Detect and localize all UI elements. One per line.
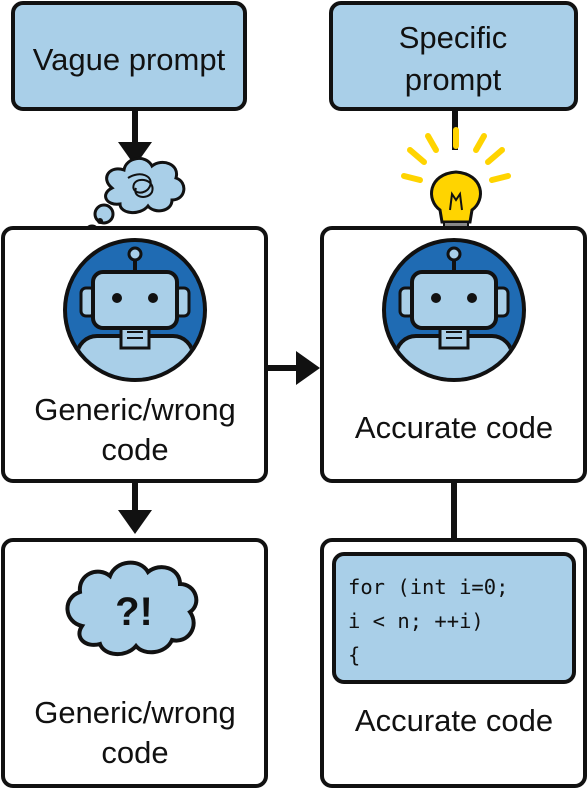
- confusion-cloud-text: ?!: [115, 590, 153, 634]
- bottom-left-caption-line1: Generic/wrong: [34, 695, 236, 730]
- bottom-right-caption: Accurate code: [355, 703, 553, 738]
- arrow-down-icon: [118, 142, 152, 166]
- code-line-1: for (int i=0;: [348, 575, 508, 599]
- left-robot-caption-line1: Generic/wrong: [34, 392, 236, 427]
- code-snippet-panel: [332, 552, 576, 684]
- left-robot-caption-line2: code: [101, 432, 168, 467]
- specific-prompt-line2: prompt: [405, 62, 502, 97]
- code-line-3: {: [348, 643, 360, 667]
- vague-prompt-label: Vague prompt: [33, 42, 226, 77]
- vague-prompt-box: [11, 1, 247, 111]
- confusion-cloud-icon: ?!: [65, 560, 199, 656]
- bottom-left-caption-line2: code: [101, 735, 168, 770]
- confused-thought-bubble-icon: [84, 157, 186, 240]
- specific-prompt-line1: Specific: [399, 20, 508, 55]
- right-robot-caption: Accurate code: [355, 410, 553, 445]
- arrow-right-icon: [296, 351, 320, 385]
- lightbulb-icon: [401, 127, 511, 237]
- code-line-2: i < n; ++i): [348, 609, 484, 633]
- arrow-down-icon: [118, 510, 152, 534]
